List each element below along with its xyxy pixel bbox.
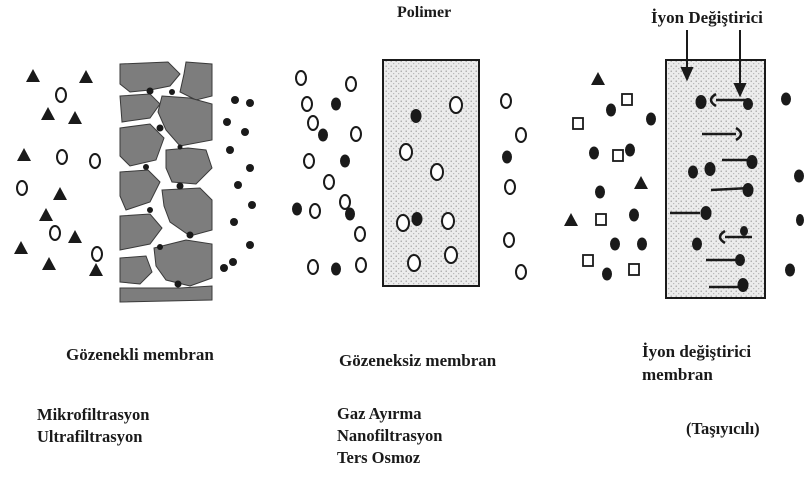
- process-item: Ultrafiltrasyon: [37, 426, 149, 448]
- ion-title-line-2: membran: [642, 363, 751, 386]
- process-item: Nanofiltrasyon: [337, 425, 442, 447]
- process-item: Gaz Ayırma: [337, 403, 442, 425]
- ion-right-particles: [781, 93, 804, 277]
- process-item: Ters Osmoz: [337, 447, 442, 469]
- dense-membrane-processes: Gaz Ayırma Nanofiltrasyon Ters Osmoz: [337, 403, 442, 469]
- dense-left-particles: [292, 71, 366, 276]
- porous-left-particles: [14, 69, 103, 276]
- dense-membrane-panel: [292, 60, 526, 286]
- ion-title-line-1: İyon değiştirici: [642, 340, 751, 363]
- process-item: Mikrofiltrasyon: [37, 404, 149, 426]
- ion-left-particles: [564, 72, 656, 281]
- porous-right-particles: [220, 96, 256, 272]
- ion-exchange-membrane-title: İyon değiştirici membran: [642, 340, 751, 386]
- porous-membrane-panel: [14, 62, 256, 302]
- carrier-note: (Taşıyıcılı): [686, 419, 760, 439]
- polymer-label: Polimer: [397, 4, 451, 22]
- dense-membrane-title: Gözeneksiz membran: [339, 351, 496, 371]
- ion-exchanger-label: İyon Değiştirici: [651, 8, 763, 28]
- porous-membrane-processes: Mikrofiltrasyon Ultrafiltrasyon: [37, 404, 149, 448]
- porous-membrane-title: Gözenekli membran: [66, 345, 214, 365]
- ion-exchange-membrane-panel: [564, 30, 804, 298]
- dense-right-particles: [501, 94, 526, 279]
